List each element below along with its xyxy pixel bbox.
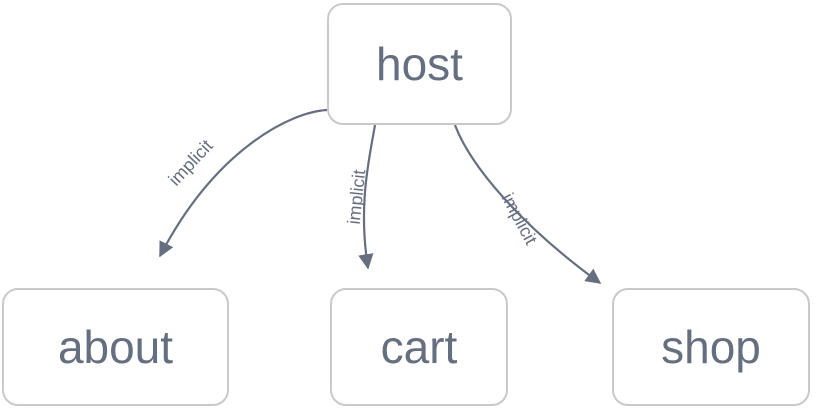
- node-cart-label: cart: [380, 321, 458, 373]
- node-about[interactable]: about: [2, 288, 229, 406]
- node-host-label: host: [376, 38, 463, 90]
- edge-host-about: [159, 108, 328, 258]
- edge-host-shop: [453, 124, 602, 284]
- node-cart[interactable]: cart: [330, 288, 508, 406]
- node-host[interactable]: host: [327, 3, 512, 125]
- node-shop-label: shop: [661, 321, 761, 373]
- node-shop[interactable]: shop: [612, 288, 810, 406]
- node-about-label: about: [57, 321, 174, 373]
- edge-host-cart: [358, 124, 377, 270]
